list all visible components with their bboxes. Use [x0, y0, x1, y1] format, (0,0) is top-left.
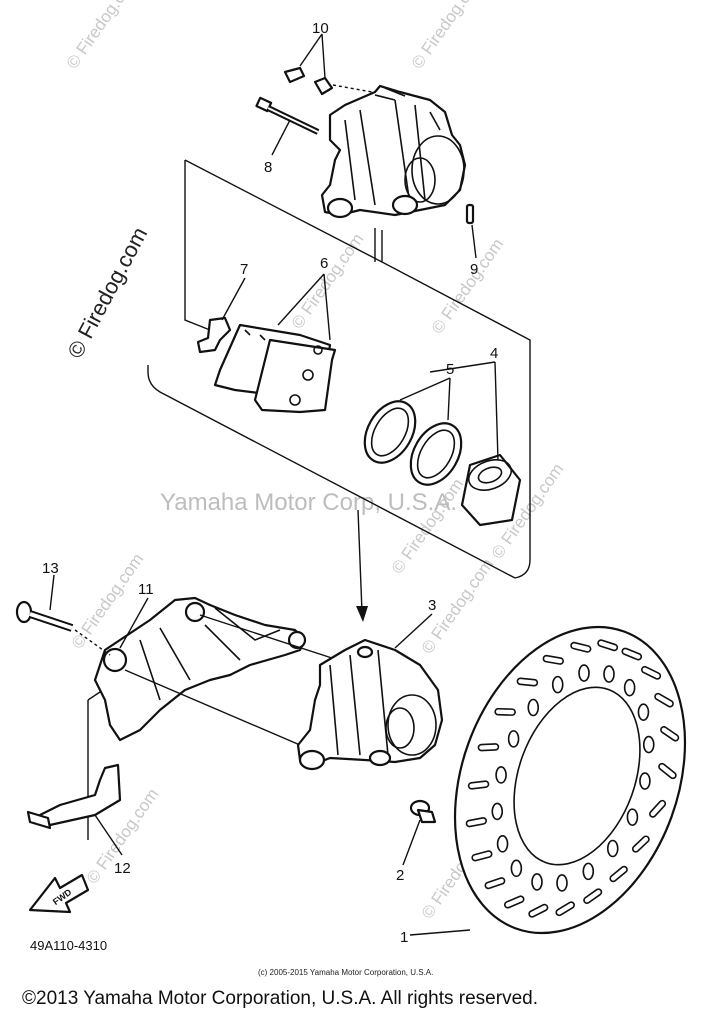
disc-slot: [504, 895, 525, 909]
caliper-piston: [460, 453, 522, 527]
disc-hole: [496, 835, 509, 853]
callout-leaders: [49, 33, 499, 936]
disc-hole: [507, 730, 520, 748]
callout-4: 4: [490, 345, 498, 362]
callout-10: 10: [312, 20, 329, 37]
disc-slot: [465, 817, 488, 828]
disc-slot: [631, 835, 650, 853]
disc-hole: [626, 808, 639, 826]
disc-hole: [491, 802, 504, 821]
firedog-watermark: © Firedog.com: [408, 0, 488, 72]
disc-slot: [570, 641, 592, 653]
callout-8: 8: [264, 159, 272, 176]
disc-slot: [484, 877, 506, 890]
disc-hole: [582, 862, 595, 881]
callout-2: 2: [396, 867, 404, 884]
callout-7: 7: [240, 261, 248, 278]
assembly-arrow: [356, 509, 368, 622]
disc-hole: [639, 772, 651, 790]
disc-slot: [542, 654, 564, 665]
disc-hole: [531, 873, 543, 891]
callout-1: 1: [400, 929, 408, 946]
callout-3: 3: [428, 597, 436, 614]
bracket-bolt: [15, 600, 111, 656]
firedog-watermark: © Firedog.com: [63, 0, 143, 72]
disc-slot: [477, 743, 500, 752]
caliper-bolt: [255, 96, 320, 135]
forward-arrow: FWD: [28, 873, 90, 914]
disc-hole: [527, 698, 540, 717]
disc-slots: [465, 639, 680, 918]
disc-slot: [555, 901, 575, 917]
brake-pads: [213, 323, 337, 414]
callout-labels: 10 8 9 7 6 5 4 3 13 11 12 2 1: [42, 20, 498, 946]
disc-slot: [467, 780, 490, 790]
disc-hole: [642, 735, 655, 754]
pad-support-plate: [26, 763, 122, 830]
caliper-upper: [320, 84, 467, 219]
caliper-pin: [465, 203, 475, 225]
disc-bolt: [409, 799, 437, 824]
disc-slot: [649, 799, 667, 818]
callout-5: 5: [446, 361, 454, 378]
callout-11: 11: [138, 581, 154, 598]
disc-slot: [654, 692, 674, 708]
disc-hole: [551, 675, 564, 694]
disc-slot: [621, 647, 643, 661]
callout-6: 6: [320, 255, 328, 272]
disc-hole: [495, 766, 507, 784]
caliper-bracket: [93, 596, 307, 742]
piston-seals: [363, 400, 463, 486]
brake-disc: [453, 625, 687, 935]
diagram-code: 49A110-4310: [30, 938, 107, 953]
disc-slot: [528, 903, 549, 918]
disc-hole: [606, 839, 619, 858]
disc-hole: [603, 665, 615, 683]
callout-13: 13: [42, 560, 59, 577]
disc-slot: [640, 665, 662, 680]
footer-copyright: ©2013 Yamaha Motor Corporation, U.S.A. A…: [22, 988, 538, 1009]
center-watermark: Yamaha Motor Corp, U.S.A.: [160, 489, 457, 516]
disc-hole: [510, 859, 523, 878]
small-copyright: (c) 2005-2015 Yamaha Motor Corporation, …: [258, 968, 433, 977]
assembly-bracket: [147, 159, 531, 579]
disc-hole: [578, 664, 590, 682]
pad-spring: [196, 316, 232, 354]
bleed-screw: [283, 66, 373, 96]
caliper-lower: [296, 638, 444, 771]
disc-slot: [471, 850, 493, 862]
disc-slot: [609, 865, 628, 883]
disc-hole: [637, 703, 650, 721]
side-watermark: © Firedog.com: [62, 223, 152, 362]
callout-9: 9: [470, 261, 478, 278]
disc-slot: [660, 726, 680, 742]
disc-slot: [494, 707, 516, 716]
callout-12: 12: [114, 860, 131, 877]
disc-slot: [658, 762, 677, 780]
disc-hole: [623, 678, 636, 697]
disc-slot: [583, 888, 603, 904]
disc-slot: [516, 677, 539, 687]
disc-slot: [597, 639, 619, 652]
disc-hole: [556, 874, 568, 892]
